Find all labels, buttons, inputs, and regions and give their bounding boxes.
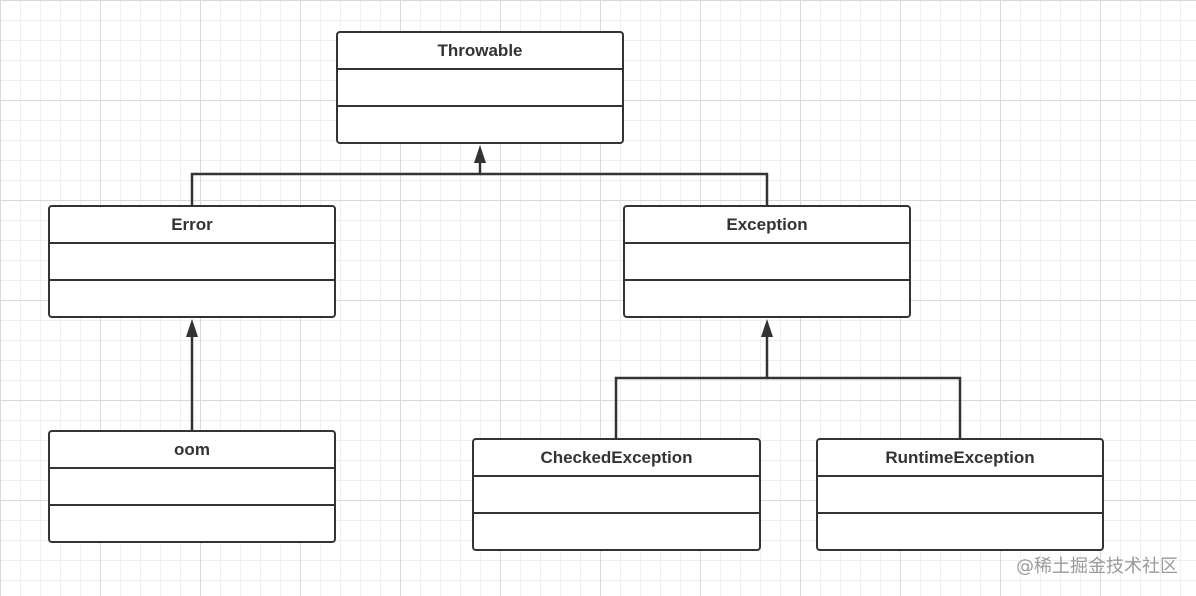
arrowhead-throwable [474,145,486,163]
class-oom-name: oom [50,432,334,469]
class-exception-name: Exception [625,207,909,244]
class-oom-methods [50,506,334,540]
class-runtime-exception[interactable]: RuntimeException [816,438,1104,551]
class-exception[interactable]: Exception [623,205,911,318]
class-throwable-attributes [338,70,622,107]
arrowhead-error [186,319,198,337]
watermark-text: @稀土掘金技术社区 [1016,556,1178,577]
class-runtime-exception-methods [818,514,1102,548]
class-throwable[interactable]: Throwable [336,31,624,144]
class-checked-exception-attributes [474,477,759,514]
arrowhead-exception [761,319,773,337]
class-exception-methods [625,281,909,315]
class-checked-exception[interactable]: CheckedException [472,438,761,551]
class-runtime-exception-attributes [818,477,1102,514]
connector-runtime-to-exception [767,376,962,439]
class-error-methods [50,281,334,315]
class-throwable-name: Throwable [338,33,622,70]
class-oom-attributes [50,469,334,506]
class-exception-attributes [625,244,909,281]
class-error[interactable]: Error [48,205,336,318]
class-checked-exception-name: CheckedException [474,440,759,477]
class-checked-exception-methods [474,514,759,548]
class-error-attributes [50,244,334,281]
class-runtime-exception-name: RuntimeException [818,440,1102,477]
connector-error-to-throwable [190,162,482,206]
class-throwable-methods [338,107,622,141]
class-oom[interactable]: oom [48,430,336,543]
class-error-name: Error [50,207,334,244]
connector-checked-to-exception [614,336,769,439]
connector-exception-to-throwable [480,172,769,206]
